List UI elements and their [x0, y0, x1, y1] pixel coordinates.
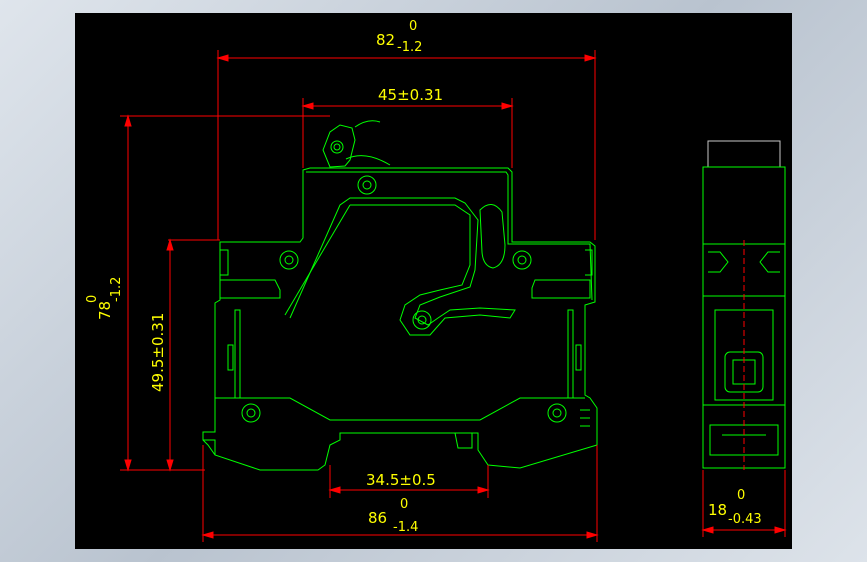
- hole-left-inner: [284, 255, 294, 265]
- side-window: [714, 309, 774, 401]
- lever-pivot-inner: [333, 143, 341, 151]
- dim-82-lower: -1.2: [397, 40, 422, 55]
- dim-78-upper: 0: [85, 295, 100, 303]
- hole-bottom-left: [241, 403, 261, 423]
- hole-bottom-right-inner: [552, 408, 562, 418]
- bottom-clip-right: [454, 409, 590, 449]
- dim-86-upper: 0: [400, 497, 408, 512]
- hole-center: [412, 310, 432, 330]
- rail-left: [227, 309, 241, 399]
- hole-center-inner: [417, 315, 427, 325]
- terminal-left: [219, 249, 281, 299]
- dim-49-5: 49.5±0.31: [149, 313, 167, 392]
- dimension-texts: 82 0 -1.2 45±0.31 78 0 -1.2 49.5±0.31 34…: [85, 19, 762, 535]
- front-body-inner-edge: [306, 171, 593, 301]
- dim-86-lower: -1.4: [393, 520, 418, 535]
- lever-pivot: [330, 140, 344, 154]
- terminal-right: [531, 249, 593, 299]
- lever: [322, 124, 356, 168]
- dim-18-lower: -0.43: [728, 512, 762, 527]
- bottom-clip-left: [203, 439, 216, 455]
- dim-78-lower: -1.2: [109, 277, 124, 302]
- lever-arc: [345, 155, 391, 166]
- bottom-line: [215, 397, 585, 421]
- dim-18-nominal: 18: [708, 501, 727, 519]
- hole-left: [279, 250, 299, 270]
- central-window: [289, 197, 516, 336]
- central-window-left: [284, 204, 351, 316]
- hole-top-inner: [362, 180, 372, 190]
- dim-86-nominal: 86: [368, 509, 387, 527]
- cad-viewport[interactable]: 82 0 -1.2 45±0.31 78 0 -1.2 49.5±0.31 34…: [75, 13, 792, 549]
- side-top-cap: [707, 140, 781, 168]
- front-view: [202, 120, 598, 471]
- hole-top: [357, 175, 377, 195]
- slot: [479, 204, 506, 269]
- cad-drawing: 82 0 -1.2 45±0.31 78 0 -1.2 49.5±0.31 34…: [85, 19, 787, 542]
- side-terminal-left: [708, 251, 729, 273]
- front-body-outline: [202, 167, 598, 471]
- dim-34-5: 34.5±0.5: [366, 471, 436, 489]
- dim-82-nominal: 82: [376, 31, 395, 49]
- dim-45: 45±0.31: [378, 86, 443, 104]
- hole-bottom-left-inner: [246, 408, 256, 418]
- hole-right-inner: [517, 255, 527, 265]
- lever-handle-tip: [354, 120, 381, 128]
- dim-78-nominal: 78: [96, 301, 114, 320]
- side-terminal-right: [759, 251, 780, 273]
- dim-18-upper: 0: [737, 488, 745, 503]
- side-view: [702, 140, 786, 470]
- hole-right: [512, 250, 532, 270]
- hole-bottom-right: [547, 403, 567, 423]
- rail-right: [567, 309, 582, 399]
- dim-82-upper: 0: [409, 19, 417, 34]
- dimension-lines: [120, 50, 787, 542]
